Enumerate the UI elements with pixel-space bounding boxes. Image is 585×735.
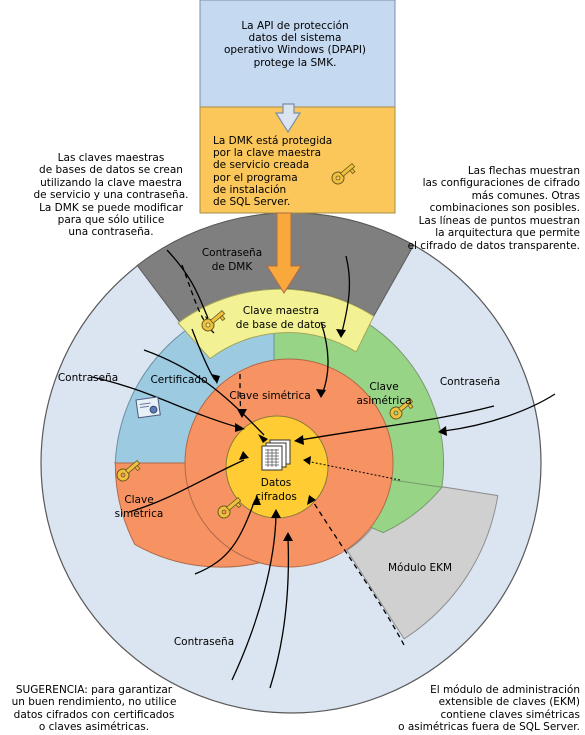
note-bottom-left: SUGERENCIA: para garantizar un buen rend…	[11, 684, 177, 734]
encrypted-data-label-1: Datos	[261, 477, 292, 489]
asymmetric-key-label-2: asimétrica	[356, 395, 411, 407]
arrow-symmetric-left	[128, 459, 245, 513]
arrowhead	[303, 456, 311, 465]
encrypted-data-label-2: cifrados	[255, 491, 297, 503]
db-master-key-label-2: de base de datos	[236, 319, 326, 331]
arrow-password-bottom-2	[231, 514, 277, 681]
arrow-dmk-password	[166, 249, 209, 319]
symmetric-key-left-label-1: Clave	[124, 494, 153, 506]
dpapi-text: La API de protección datos del sistema o…	[223, 20, 367, 69]
dmk-box	[199, 106, 396, 214]
dpapi-to-dmk-arrow	[274, 103, 302, 134]
dmk-password-label-2: de DMK	[212, 261, 254, 273]
arrowhead	[307, 495, 316, 505]
certificate-label: Certificado	[150, 374, 207, 386]
arrowhead	[258, 434, 268, 443]
note-right-top-2: Las líneas de puntos muestran la arquite…	[407, 215, 580, 252]
arrow-dmk-password-right	[341, 255, 351, 333]
arrowhead	[211, 374, 220, 384]
password-left-label: Contraseña	[58, 372, 118, 384]
dmk-password-label-1: Contraseña	[202, 247, 262, 259]
dmk-to-db-master-key-arrow	[266, 212, 302, 294]
note-bottom-right: El módulo de administración extensible d…	[398, 684, 580, 734]
encrypted-documents-icon	[261, 439, 291, 471]
arrowhead	[237, 409, 247, 418]
db-master-key-band	[177, 288, 375, 360]
password-right-label: Contraseña	[440, 376, 500, 388]
db-master-key-label-1: Clave maestra	[243, 305, 319, 317]
dashed-arrow-db-master	[239, 373, 242, 413]
arrow-password-right	[443, 393, 556, 432]
arrowhead	[336, 329, 346, 338]
dashed-arrow-dmk	[181, 264, 215, 334]
symmetric-key-left-label-2: simétrica	[115, 508, 164, 520]
arrowhead	[252, 495, 261, 505]
arrow-password-bottom	[194, 499, 256, 575]
arrowhead	[283, 532, 293, 541]
arrowhead	[316, 389, 326, 398]
certificate-icon	[135, 396, 161, 419]
note-left-top: Las claves maestras de bases de datos se…	[33, 152, 189, 239]
dpapi-box	[199, 0, 396, 108]
arrow-password-bottom-3	[269, 537, 290, 689]
ekm-module-label: Módulo EKM	[388, 562, 452, 574]
arrowhead	[438, 426, 447, 436]
arrowhead	[239, 451, 249, 460]
arrow-password-left	[91, 376, 238, 428]
arrow-db-master-to-symmetric	[320, 321, 329, 393]
symmetric-key-ring-lower	[274, 526, 347, 562]
arrowhead	[235, 423, 245, 432]
symmetric-key-inner-label: Clave simétrica	[229, 390, 310, 402]
key-icon-dmk-box	[331, 163, 356, 185]
dashed-arrow-ekm	[311, 499, 405, 646]
key-icon-symmetric-left	[116, 460, 141, 482]
note-right-top-1: Las flechas muestran las configuraciones…	[422, 165, 580, 215]
key-icon-symmetric-inner	[217, 497, 242, 519]
key-icon-asymmetric	[389, 398, 414, 420]
arrowhead	[294, 435, 304, 445]
arrow-asymmetric-right	[299, 405, 495, 441]
arrow-certificate	[143, 349, 265, 436]
arrowhead	[271, 509, 281, 518]
password-bottom-label: Contraseña	[174, 636, 234, 648]
key-icon-db-master	[201, 310, 226, 332]
asymmetric-key-label-1: Clave	[369, 381, 398, 393]
dmk-box-text: La DMK está protegida por la clave maest…	[213, 135, 333, 209]
